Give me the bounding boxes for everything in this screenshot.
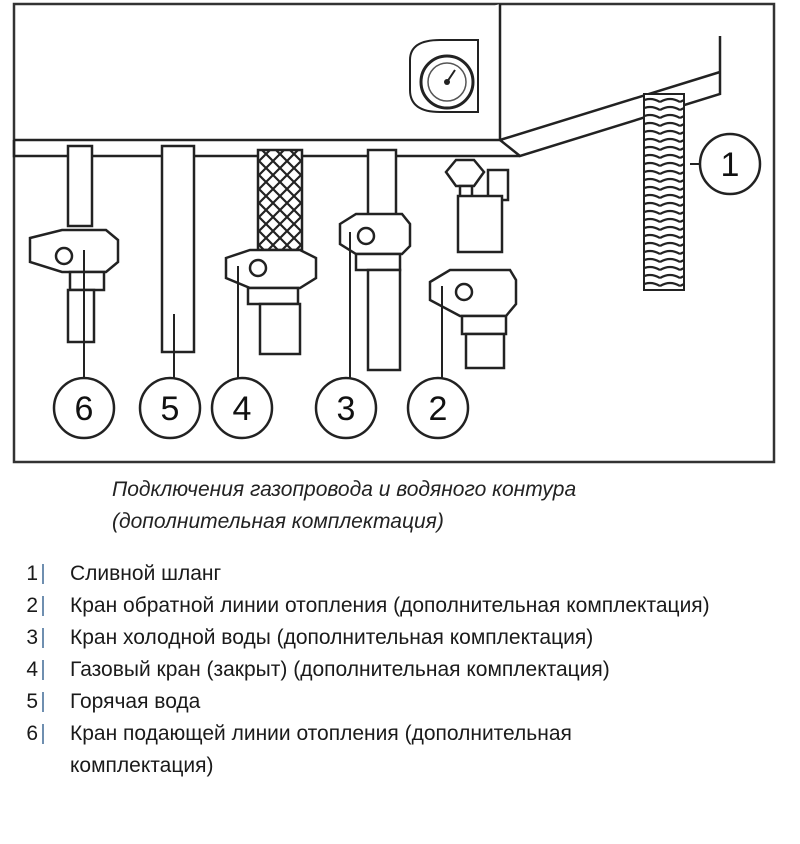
callout-4: 4 — [210, 376, 274, 440]
legend-list: 1 Сливной шланг 2 Кран обратной линии от… — [22, 558, 782, 782]
callout-2: 2 — [406, 376, 470, 440]
svg-text:5: 5 — [161, 390, 180, 428]
pipe-heating-return — [428, 158, 518, 370]
legend-number: 4 — [26, 658, 38, 681]
legend-item-5: 5 Горячая вода — [22, 686, 782, 718]
legend-number: 5 — [26, 690, 38, 713]
svg-text:4: 4 — [233, 390, 252, 428]
legend-text: Кран холодной воды (дополнительная компл… — [70, 626, 594, 649]
callout-6: 6 — [52, 376, 116, 440]
callout-5: 5 — [138, 376, 202, 440]
legend-text: Газовый кран (закрыт) (дополнительная ко… — [70, 658, 610, 681]
svg-text:2: 2 — [429, 390, 448, 428]
legend-separator — [42, 692, 44, 712]
callout-1: 1 — [698, 132, 762, 196]
legend-text: Сливной шланг — [70, 562, 222, 585]
figure-frame — [12, 2, 776, 464]
pipe-gas — [224, 148, 318, 356]
legend-separator — [42, 660, 44, 680]
drain-hose — [643, 93, 685, 291]
legend-text: Кран обратной линии отопления (дополните… — [70, 594, 710, 617]
connections-diagram: 1 2 3 4 5 6 — [12, 2, 776, 464]
leader-lines — [83, 163, 700, 384]
boiler-body — [12, 4, 722, 158]
legend-text: Кран подающей линии отопления (дополните… — [70, 722, 572, 777]
legend-item-1: 1 Сливной шланг — [22, 558, 782, 590]
legend-item-6: 6 Кран подающей линии отопления (дополни… — [22, 718, 782, 782]
legend-separator — [42, 564, 44, 584]
legend-item-2: 2 Кран обратной линии отопления (дополни… — [22, 590, 782, 622]
caption-line-2: (дополнительная комплектация) — [112, 510, 444, 533]
svg-text:6: 6 — [75, 390, 94, 428]
svg-text:1: 1 — [721, 146, 740, 184]
pressure-gauge-icon — [409, 39, 479, 113]
pipe-hot-water — [160, 144, 196, 354]
legend-item-4: 4 Газовый кран (закрыт) (дополнительная … — [22, 654, 782, 686]
callout-3: 3 — [314, 376, 378, 440]
legend-number: 6 — [26, 722, 38, 745]
legend-number: 2 — [26, 594, 38, 617]
diagram-svg: 1 2 3 4 5 6 — [12, 2, 776, 464]
pipe-heating-supply — [28, 144, 120, 344]
figure-caption: Подключения газопровода и водяного конту… — [112, 474, 772, 538]
legend-item-3: 3 Кран холодной воды (дополнительная ком… — [22, 622, 782, 654]
legend-number: 3 — [26, 626, 38, 649]
svg-text:3: 3 — [337, 390, 356, 428]
pipe-cold-water — [338, 148, 412, 372]
caption-line-1: Подключения газопровода и водяного конту… — [112, 478, 577, 501]
legend-text: Горячая вода — [70, 690, 201, 713]
legend-separator — [42, 628, 44, 648]
legend-separator — [42, 596, 44, 616]
legend-separator — [42, 724, 44, 744]
legend-number: 1 — [26, 562, 38, 585]
